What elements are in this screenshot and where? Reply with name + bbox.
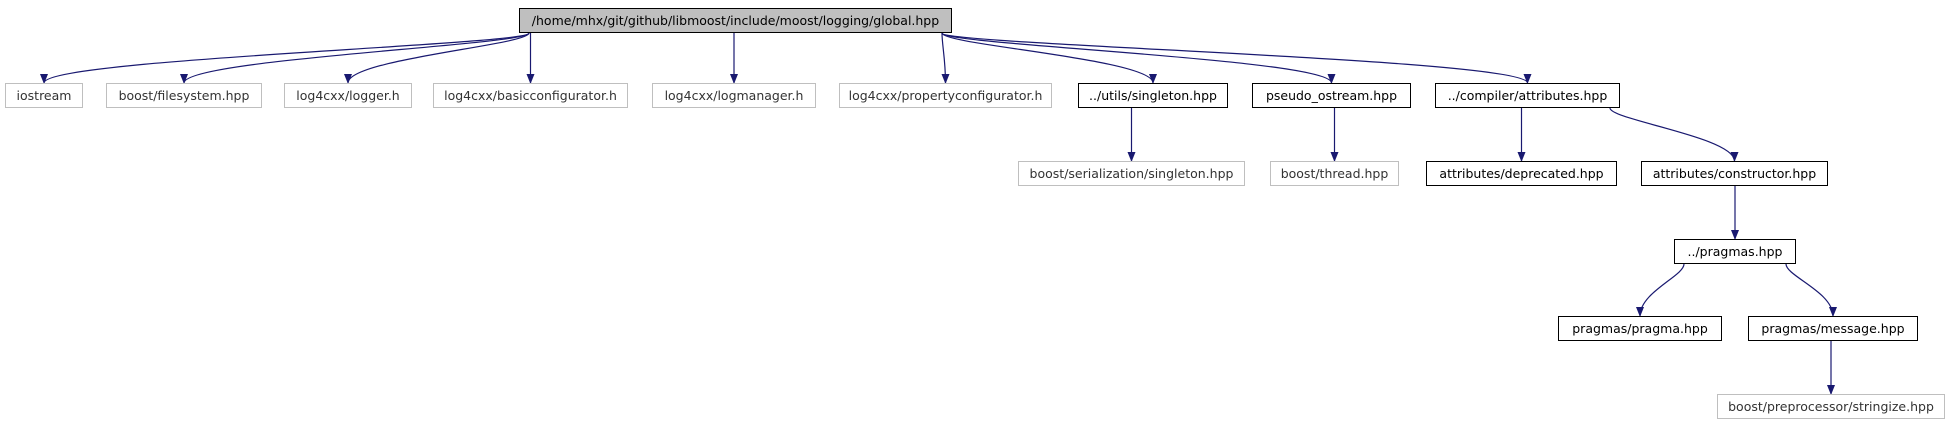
edge-pragmas-to-pragma bbox=[1636, 263, 1685, 317]
edge-attributes-to-constructor bbox=[1609, 107, 1739, 162]
node-root-global-hpp: /home/mhx/git/github/libmoost/include/mo… bbox=[519, 8, 952, 33]
node-boost-filesystem: boost/filesystem.hpp bbox=[106, 83, 262, 108]
edge-root-to-iostream bbox=[40, 32, 530, 84]
node-pseudo-ostream[interactable]: pseudo_ostream.hpp bbox=[1252, 83, 1411, 108]
edge-root-to-pseudo_ostream bbox=[941, 32, 1336, 84]
node-iostream: iostream bbox=[5, 83, 83, 108]
node-log4cxx-propertyconfigurator: log4cxx/propertyconfigurator.h bbox=[839, 83, 1052, 108]
node-pragmas-message[interactable]: pragmas/message.hpp bbox=[1748, 316, 1918, 341]
node-compiler-attributes[interactable]: ../compiler/attributes.hpp bbox=[1435, 83, 1620, 108]
node-pragmas-pragma[interactable]: pragmas/pragma.hpp bbox=[1558, 316, 1722, 341]
edge-root-to-filesystem bbox=[180, 32, 530, 84]
node-log4cxx-logmanager: log4cxx/logmanager.h bbox=[652, 83, 816, 108]
node-log4cxx-logger: log4cxx/logger.h bbox=[284, 83, 412, 108]
node-pragmas[interactable]: ../pragmas.hpp bbox=[1674, 239, 1796, 264]
edge-root-to-singleton bbox=[941, 32, 1157, 84]
node-boost-serialization-singleton: boost/serialization/singleton.hpp bbox=[1018, 161, 1245, 186]
edge-root-to-logger bbox=[344, 32, 530, 84]
edge-root-to-attributes bbox=[941, 32, 1532, 84]
node-boost-thread: boost/thread.hpp bbox=[1270, 161, 1399, 186]
node-attributes-constructor[interactable]: attributes/constructor.hpp bbox=[1641, 161, 1828, 186]
edge-root-to-propertyconfigurator bbox=[941, 32, 950, 84]
node-attributes-deprecated[interactable]: attributes/deprecated.hpp bbox=[1426, 161, 1617, 186]
node-utils-singleton[interactable]: ../utils/singleton.hpp bbox=[1078, 83, 1228, 108]
node-log4cxx-basicconfigurator: log4cxx/basicconfigurator.h bbox=[433, 83, 628, 108]
node-boost-preprocessor-stringize: boost/preprocessor/stringize.hpp bbox=[1717, 394, 1945, 419]
edge-pragmas-to-message bbox=[1785, 263, 1837, 317]
